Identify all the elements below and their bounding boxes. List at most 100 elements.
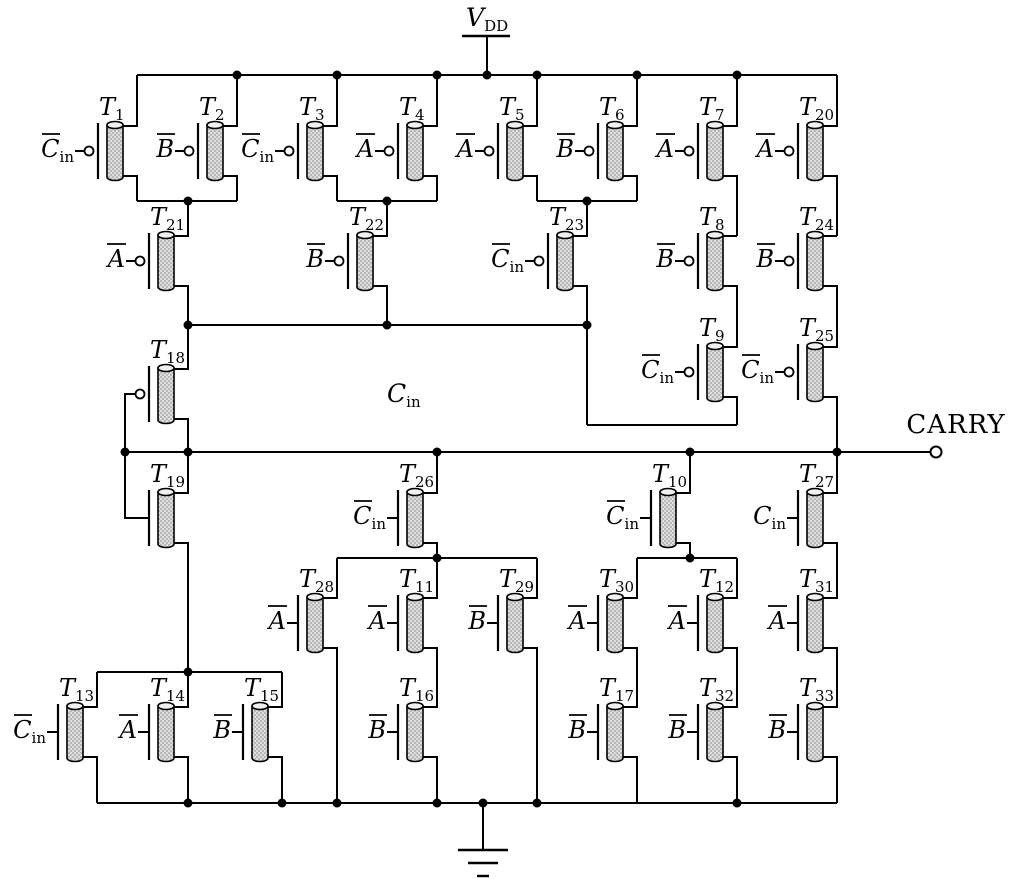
transistor-label: T22: [349, 203, 384, 234]
transistor-label: T23: [549, 203, 584, 234]
junction-dot: [432, 553, 442, 563]
source-lead: [523, 647, 538, 803]
gate-label: A: [355, 135, 374, 163]
source-lead: [823, 175, 838, 236]
gate-label: Cin: [13, 716, 46, 747]
transistor-label: T20: [799, 93, 834, 124]
gate-label: B: [767, 716, 786, 744]
channel-cap: [556, 230, 574, 240]
transistor-label: T24: [799, 203, 834, 234]
channel: [806, 345, 824, 403]
channel: [659, 491, 677, 549]
drain-lead: [723, 346, 738, 348]
pmos-bubble-icon: [583, 145, 595, 157]
source-lead: [83, 756, 98, 803]
gate-label: Cin: [41, 135, 74, 166]
junction-dot: [382, 196, 392, 206]
transistor-label: T16: [399, 674, 434, 705]
gate-label: Cin: [606, 502, 639, 533]
drain-lead: [623, 558, 638, 599]
drain-lead: [523, 75, 538, 127]
drain-lead: [823, 597, 838, 599]
gate-label: A: [267, 607, 286, 635]
channel: [106, 124, 124, 182]
channel: [706, 596, 724, 654]
source-lead: [676, 542, 691, 558]
gate-label: B: [655, 245, 674, 273]
transistor-T33: B T33: [767, 648, 838, 803]
channel-cap: [506, 592, 524, 602]
transistor-T5: AT5: [455, 75, 538, 201]
pmos-bubble-icon: [783, 145, 795, 157]
gate-label: A: [667, 607, 686, 635]
pmos-bubble-icon: [183, 145, 195, 157]
channel: [406, 705, 424, 763]
channel-cap: [606, 592, 624, 602]
source-lead: [823, 396, 838, 452]
drain-lead: [174, 452, 189, 494]
channel-cap: [806, 701, 824, 711]
channel-cap: [406, 120, 424, 130]
gate-label: B: [567, 716, 586, 744]
carry-output: CARRY: [906, 410, 1005, 459]
transistor-T22: B T22: [305, 201, 388, 325]
pmos-bubble-icon: [383, 145, 395, 157]
drain-lead: [423, 558, 438, 599]
junction-dot: [183, 447, 193, 457]
channel-cap: [406, 701, 424, 711]
transistor-T4: AT4: [355, 75, 438, 201]
pmos-bubble-icon: [134, 388, 146, 400]
ground-symbol: [458, 803, 508, 878]
channel: [406, 596, 424, 654]
channel-cap: [806, 120, 824, 130]
gate-label: A: [567, 607, 586, 635]
channel: [556, 234, 574, 292]
gate-label: A: [106, 245, 125, 273]
channel-cap: [206, 120, 224, 130]
channel: [356, 234, 374, 292]
junction-dot: [685, 447, 695, 457]
output-terminal-icon: [929, 445, 943, 459]
junction-dot: [478, 798, 488, 808]
channel: [806, 491, 824, 549]
carry-label: CARRY: [906, 410, 1005, 440]
channel-cap: [406, 592, 424, 602]
transistor-label: T33: [799, 674, 834, 705]
gate-label: A: [118, 716, 137, 744]
transistor-label: T31: [799, 565, 834, 596]
junction-dot: [277, 798, 287, 808]
drain-lead: [423, 452, 438, 494]
channel: [66, 705, 84, 763]
drain-lead: [423, 75, 438, 127]
gate-label: Cin: [353, 502, 386, 533]
channel: [706, 345, 724, 403]
pmos-bubble-icon: [683, 366, 695, 378]
channel: [606, 124, 624, 182]
drain-lead: [174, 325, 189, 370]
gate-label: B: [305, 245, 324, 273]
channel: [606, 705, 624, 763]
pmos-bubble-icon: [533, 255, 545, 267]
transistor-label: T15: [244, 674, 279, 705]
transistor-label: T9: [699, 314, 725, 345]
channel-cap: [806, 341, 824, 351]
drain-lead: [723, 558, 738, 599]
pmos-bubble-icon: [783, 255, 795, 267]
channel: [606, 596, 624, 654]
drain-lead: [268, 672, 283, 708]
junction-dot: [183, 798, 193, 808]
gate-label: B: [367, 716, 386, 744]
pmos-bubble-icon: [134, 255, 146, 267]
transistor-label: T27: [799, 460, 834, 491]
